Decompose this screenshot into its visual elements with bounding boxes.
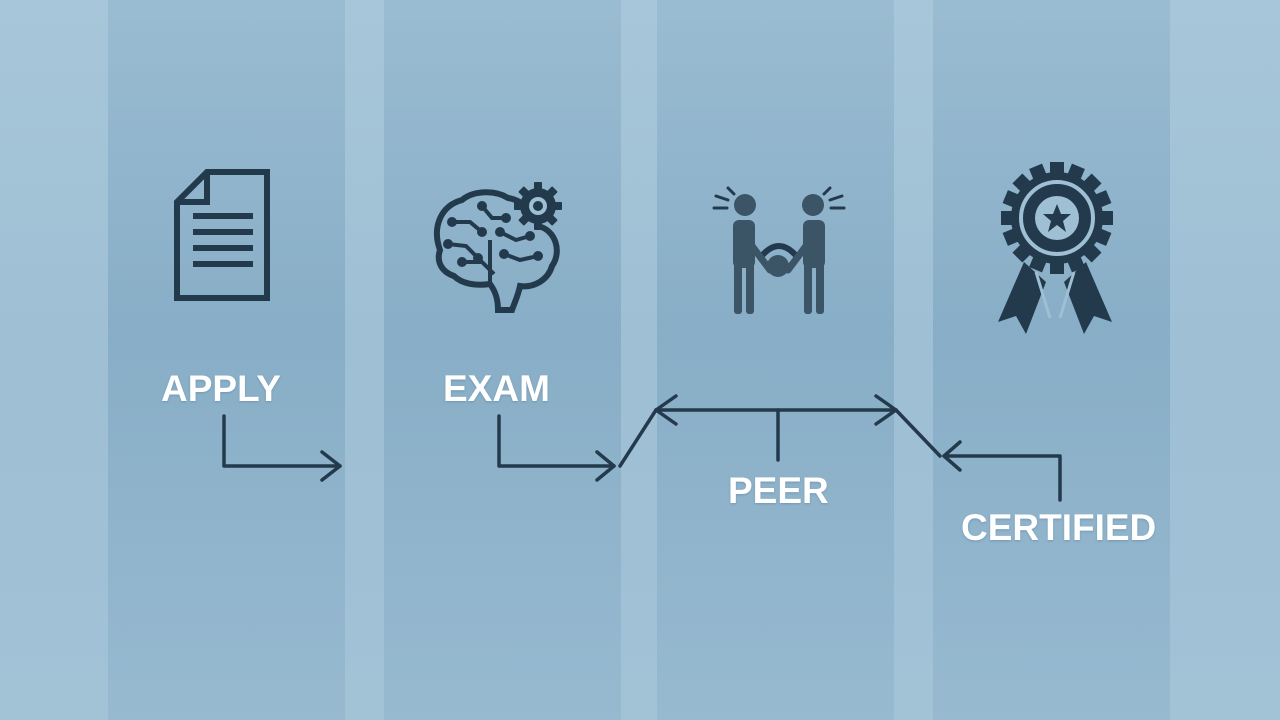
peer-review-icon [712,186,846,314]
step-panel-apply [108,0,345,720]
step-label-exam: EXAM [443,368,550,409]
step-panel-peer [657,0,894,720]
document-icon [174,169,270,301]
connector-certified [942,440,1062,502]
award-ribbon-icon [998,162,1113,334]
step-panel-certified [933,0,1170,720]
connector-peer-bracket [654,394,942,462]
step-panel-exam [384,0,621,720]
step-label-apply: APPLY [161,368,281,409]
connector-apply-exam [222,414,342,482]
gear-icon [514,182,562,230]
connector-exam-peer [497,408,658,482]
step-label-peer: PEER [728,470,829,511]
step-label-certified: CERTIFIED [961,507,1157,548]
brain-gear-icon [434,182,562,313]
